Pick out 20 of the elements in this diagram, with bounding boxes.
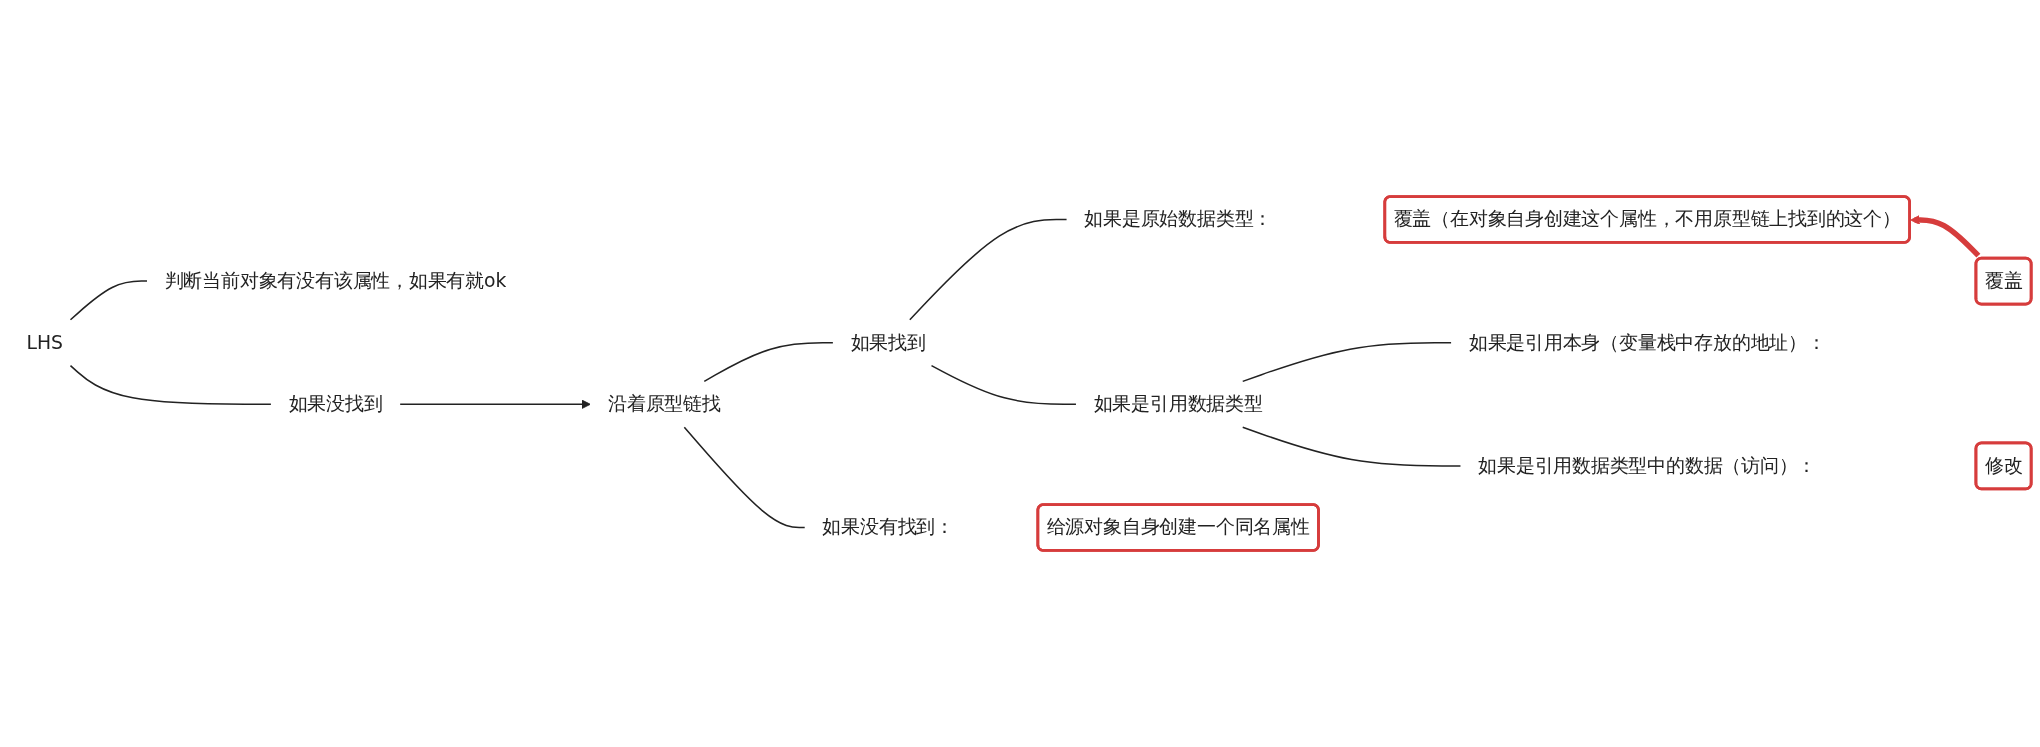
node-text: 如果没有找到： (822, 515, 954, 538)
connector (69, 364, 272, 406)
node-text: LHS (26, 330, 64, 353)
node-text: 如果是引用数据类型 (1093, 392, 1263, 415)
node-text: 如果没找到 (288, 392, 383, 415)
arrow (399, 399, 591, 410)
connector (69, 280, 148, 321)
node-text: 如果是原始数据类型： (1084, 207, 1273, 230)
connector (703, 341, 834, 383)
connector (1241, 426, 1462, 467)
arrow (1910, 215, 1981, 258)
node-text: 如果找到 (850, 330, 926, 353)
connector (909, 218, 1068, 321)
node-text: 如果是引用数据类型中的数据（访问）： (1478, 454, 1817, 477)
node-text: 沿着原型链找 (608, 392, 721, 415)
connector (1241, 341, 1452, 383)
connector (683, 426, 806, 529)
node-text: 如果是引用本身（变量栈中存放的地址）： (1468, 330, 1826, 353)
connector (930, 364, 1077, 406)
node-text: 判断当前对象有没有该属性，如果有就ok (164, 269, 507, 292)
